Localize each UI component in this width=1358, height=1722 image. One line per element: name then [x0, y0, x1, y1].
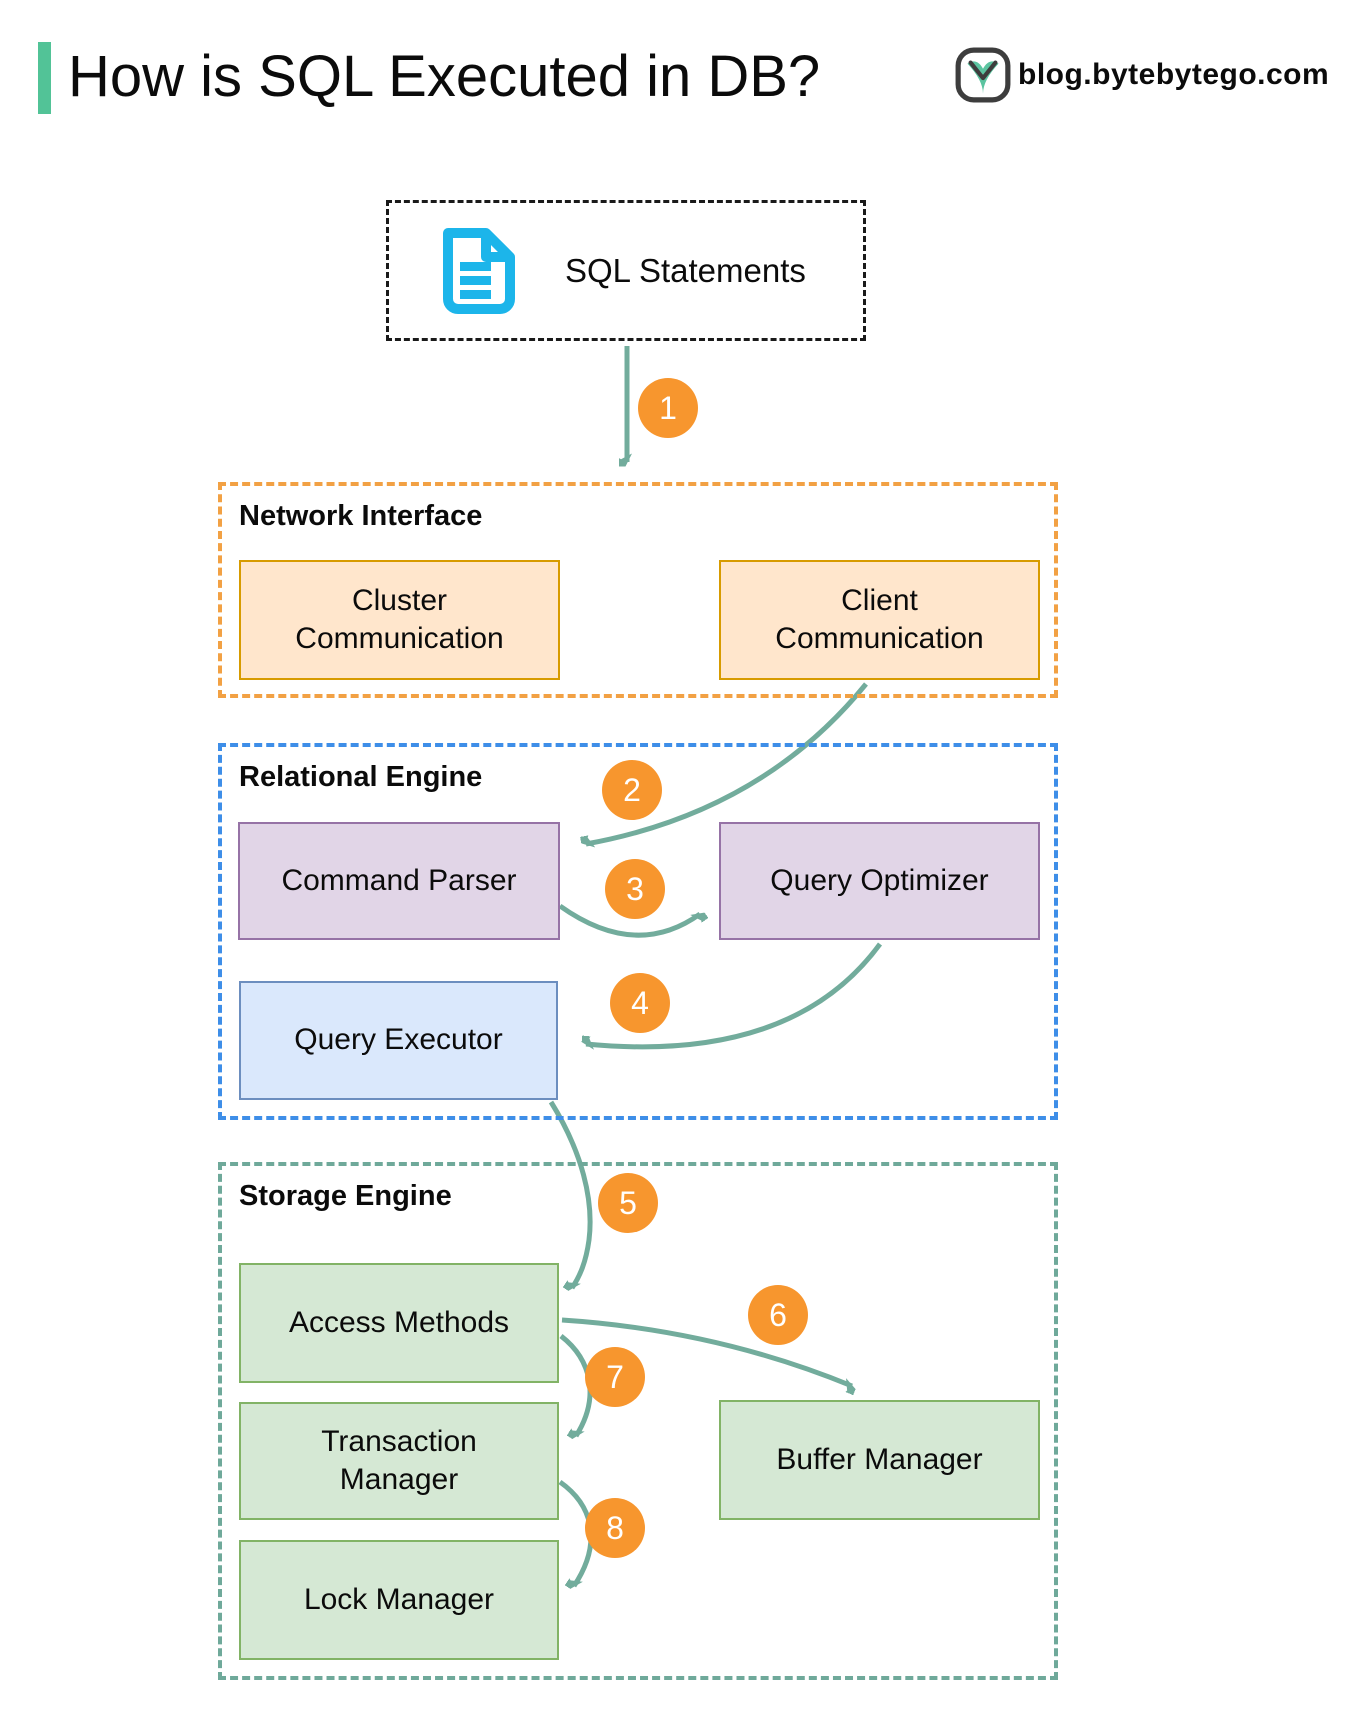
site-url: blog.bytebytego.com: [1018, 58, 1330, 91]
step-badge-3: 3: [605, 859, 665, 919]
step-badge-1: 1: [638, 378, 698, 438]
step-badge-4: 4: [610, 973, 670, 1033]
node-client-communication: Client Communication: [719, 560, 1040, 680]
section-title-storage-engine: Storage Engine: [239, 1180, 452, 1212]
step-badge-5: 5: [598, 1173, 658, 1233]
node-access-methods: Access Methods: [239, 1263, 559, 1383]
section-storage-engine: Storage Engine: [218, 1162, 1058, 1680]
bytebytego-logo-icon: [955, 47, 1011, 103]
step-badge-8: 8: [585, 1498, 645, 1558]
document-icon: [443, 227, 515, 314]
step-badge-7: 7: [585, 1347, 645, 1407]
node-transaction-manager: Transaction Manager: [239, 1402, 559, 1520]
section-title-relational-engine: Relational Engine: [239, 761, 483, 793]
title-accent-bar: [38, 42, 51, 114]
sql-statements-label: SQL Statements: [565, 251, 806, 289]
node-query-executor: Query Executor: [239, 981, 558, 1100]
page-title: How is SQL Executed in DB?: [68, 44, 821, 109]
brand: blog.bytebytego.com: [954, 46, 1329, 104]
section-network-interface: Network Interface: [218, 482, 1058, 698]
sql-statements-box: SQL Statements: [386, 200, 866, 341]
node-buffer-manager: Buffer Manager: [719, 1400, 1040, 1520]
node-command-parser: Command Parser: [238, 822, 560, 940]
section-relational-engine: Relational Engine: [218, 743, 1058, 1120]
step-badge-2: 2: [602, 760, 662, 820]
section-title-network-interface: Network Interface: [239, 500, 483, 532]
node-cluster-communication: Cluster Communication: [239, 560, 560, 680]
node-lock-manager: Lock Manager: [239, 1540, 559, 1660]
node-query-optimizer: Query Optimizer: [719, 822, 1040, 940]
step-badge-6: 6: [748, 1285, 808, 1345]
